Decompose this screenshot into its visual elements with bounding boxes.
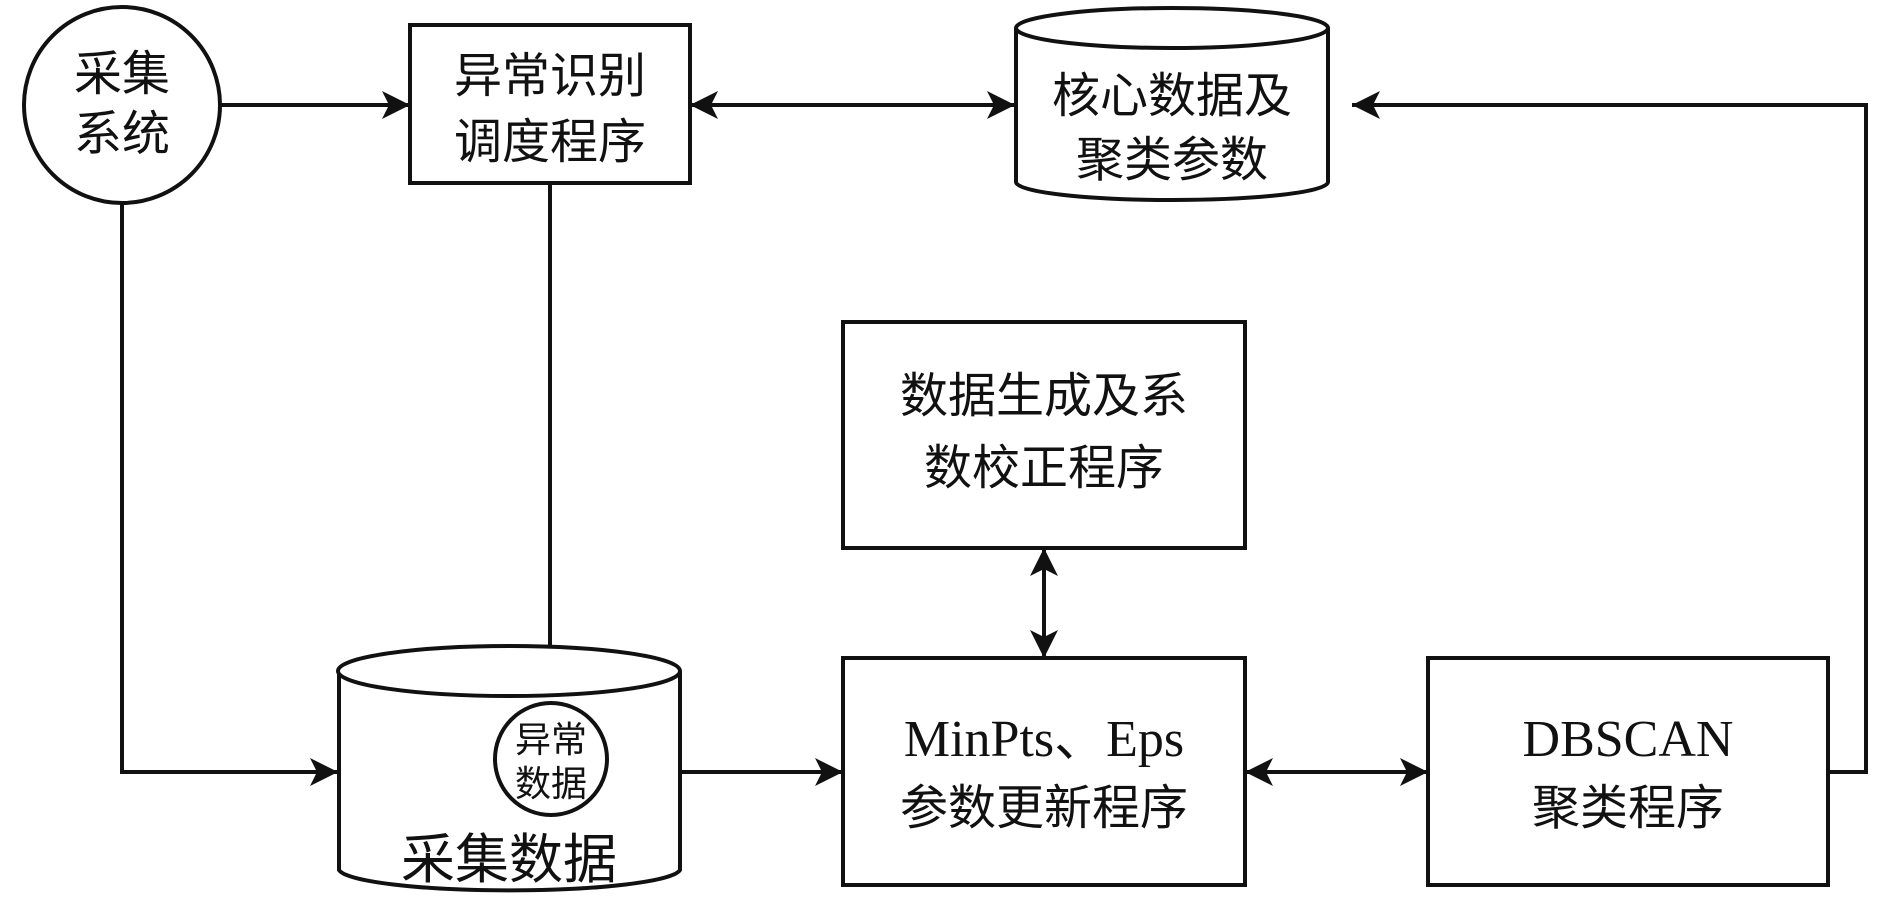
node-shape-rect [408,23,692,185]
node-label-line: 采集数据 [401,828,617,891]
node-shape-cylinder-top [1014,6,1330,50]
node-acquisition-system[interactable]: 采集 系统 [22,5,222,205]
node-shape-rect [841,656,1247,887]
node-label-line: DBSCAN [1523,711,1734,768]
node-label-line: 异常 [515,720,587,761]
node-label-line: 系统 [74,106,170,162]
node-label-line: 调度程序 [454,114,646,170]
node-label-line: 核心数据及 [1052,68,1292,124]
node-anomaly-scheduler[interactable]: 异常识别 调度程序 [408,23,692,185]
node-dbscan-program[interactable]: DBSCAN 聚类程序 [1426,656,1830,887]
edge-dbscan-to-core-data [1352,91,1868,774]
node-shape-circle [493,701,609,817]
node-label-line: 采集 [74,46,170,102]
node-shape-cylinder-top [336,644,682,698]
node-shape-rect [841,320,1247,550]
node-label-line: 数据 [515,764,587,805]
node-label-line: 参数更新程序 [900,780,1188,836]
edge-acquisition-to-collected-data [120,203,338,786]
node-label-line: 数据生成及系 [900,368,1188,424]
node-shape-cylinder-body [1014,28,1330,202]
node-label-line: 数校正程序 [924,440,1164,496]
node-shape-rect [1426,656,1830,887]
node-core-data-store[interactable]: 核心数据及 聚类参数 [1014,6,1330,202]
node-label-line: 异常识别 [454,48,646,104]
node-param-update-program[interactable]: MinPts、Eps 参数更新程序 [841,656,1247,887]
node-shape-circle [22,5,222,205]
node-label-line: 聚类参数 [1076,132,1268,188]
node-label-line: 聚类程序 [1532,780,1724,836]
node-label-line: MinPts、Eps [904,711,1184,768]
node-data-gen-program[interactable]: 数据生成及系 数校正程序 [841,320,1247,550]
node-anomaly-data[interactable]: 异常 数据 [493,701,609,817]
